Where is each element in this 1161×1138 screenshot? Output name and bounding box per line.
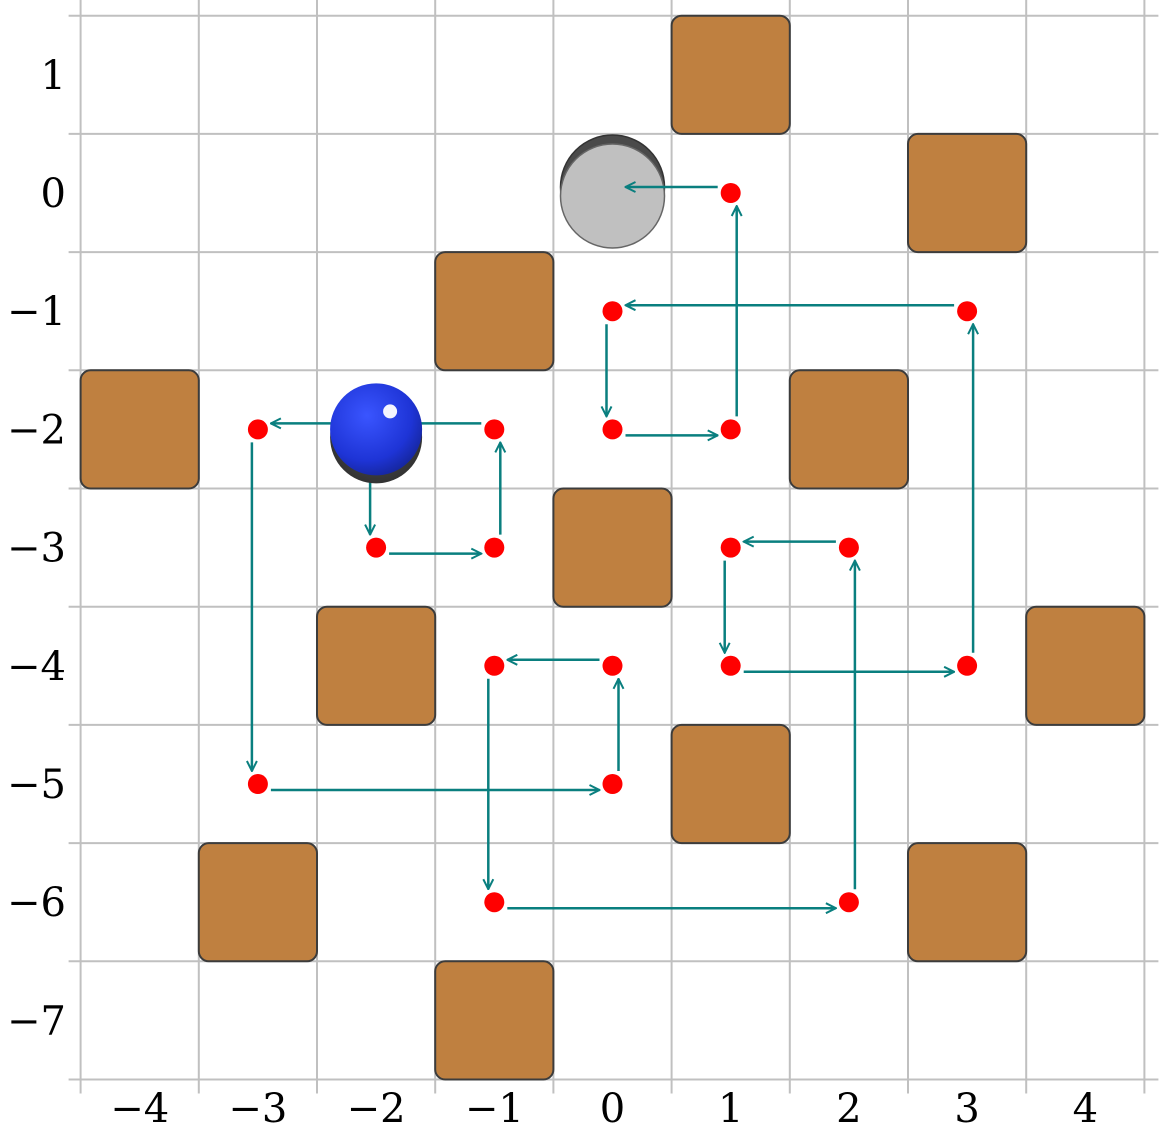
wall-block xyxy=(79,369,200,490)
solution-path xyxy=(252,187,973,908)
y-tick-label: 0 xyxy=(41,171,66,217)
x-tick-label: −1 xyxy=(465,1086,524,1132)
y-tick-label: −3 xyxy=(7,526,66,572)
waypoints xyxy=(247,183,978,913)
waypoint-dot xyxy=(602,655,623,676)
waypoint-dot xyxy=(366,537,387,558)
hole-icon xyxy=(559,134,666,249)
wall-block xyxy=(907,132,1028,254)
x-tick-label: 2 xyxy=(836,1086,861,1132)
waypoint-dot xyxy=(838,892,859,913)
wall-block xyxy=(670,14,791,135)
waypoint-dot xyxy=(838,537,859,558)
wall-block xyxy=(434,251,555,372)
waypoint-dot xyxy=(957,301,978,322)
x-tick-label: 4 xyxy=(1073,1086,1098,1132)
y-tick-label: 1 xyxy=(41,53,66,99)
blue-ball-icon[interactable] xyxy=(330,383,423,484)
wall-blocks xyxy=(79,14,1146,1081)
wall-block xyxy=(552,487,673,608)
x-axis-labels: −4 −3 −2 −1 0 1 2 3 4 xyxy=(110,1086,1098,1132)
wall-block xyxy=(197,842,318,963)
wall-block xyxy=(316,605,437,726)
x-tick-label: 3 xyxy=(954,1086,979,1132)
ball[interactable] xyxy=(330,383,423,484)
waypoint-dot xyxy=(484,419,505,440)
wall-block xyxy=(434,960,555,1081)
waypoint-dot xyxy=(720,419,741,440)
y-tick-label: −4 xyxy=(7,644,66,690)
y-tick-label: −5 xyxy=(7,762,66,808)
waypoint-dot xyxy=(720,183,741,203)
x-tick-label: −2 xyxy=(347,1086,406,1132)
y-tick-label: −7 xyxy=(7,998,66,1044)
x-tick-label: 0 xyxy=(600,1086,625,1132)
x-tick-label: −4 xyxy=(110,1086,169,1132)
waypoint-dot xyxy=(957,655,978,676)
waypoint-dot xyxy=(247,774,268,794)
waypoint-dot xyxy=(720,537,741,558)
y-tick-label: −2 xyxy=(7,407,66,453)
waypoint-dot xyxy=(602,419,623,440)
waypoint-dot xyxy=(247,419,268,440)
waypoint-dot xyxy=(484,655,505,676)
y-axis-labels: 1 0 −1 −2 −3 −4 −5 −6 −7 xyxy=(7,53,66,1045)
wall-block xyxy=(907,842,1028,963)
x-tick-label: −3 xyxy=(228,1086,287,1132)
y-tick-label: −6 xyxy=(7,880,66,926)
waypoint-dot xyxy=(484,892,505,913)
wall-block xyxy=(788,369,909,490)
wall-block xyxy=(1025,605,1146,726)
waypoint-dot xyxy=(602,301,623,322)
waypoint-dot xyxy=(602,774,623,794)
wall-block xyxy=(670,723,791,845)
x-tick-label: 1 xyxy=(718,1086,743,1132)
waypoint-dot xyxy=(484,537,505,558)
waypoint-dot xyxy=(720,655,741,676)
y-tick-label: −1 xyxy=(7,289,66,335)
hole xyxy=(559,134,666,249)
